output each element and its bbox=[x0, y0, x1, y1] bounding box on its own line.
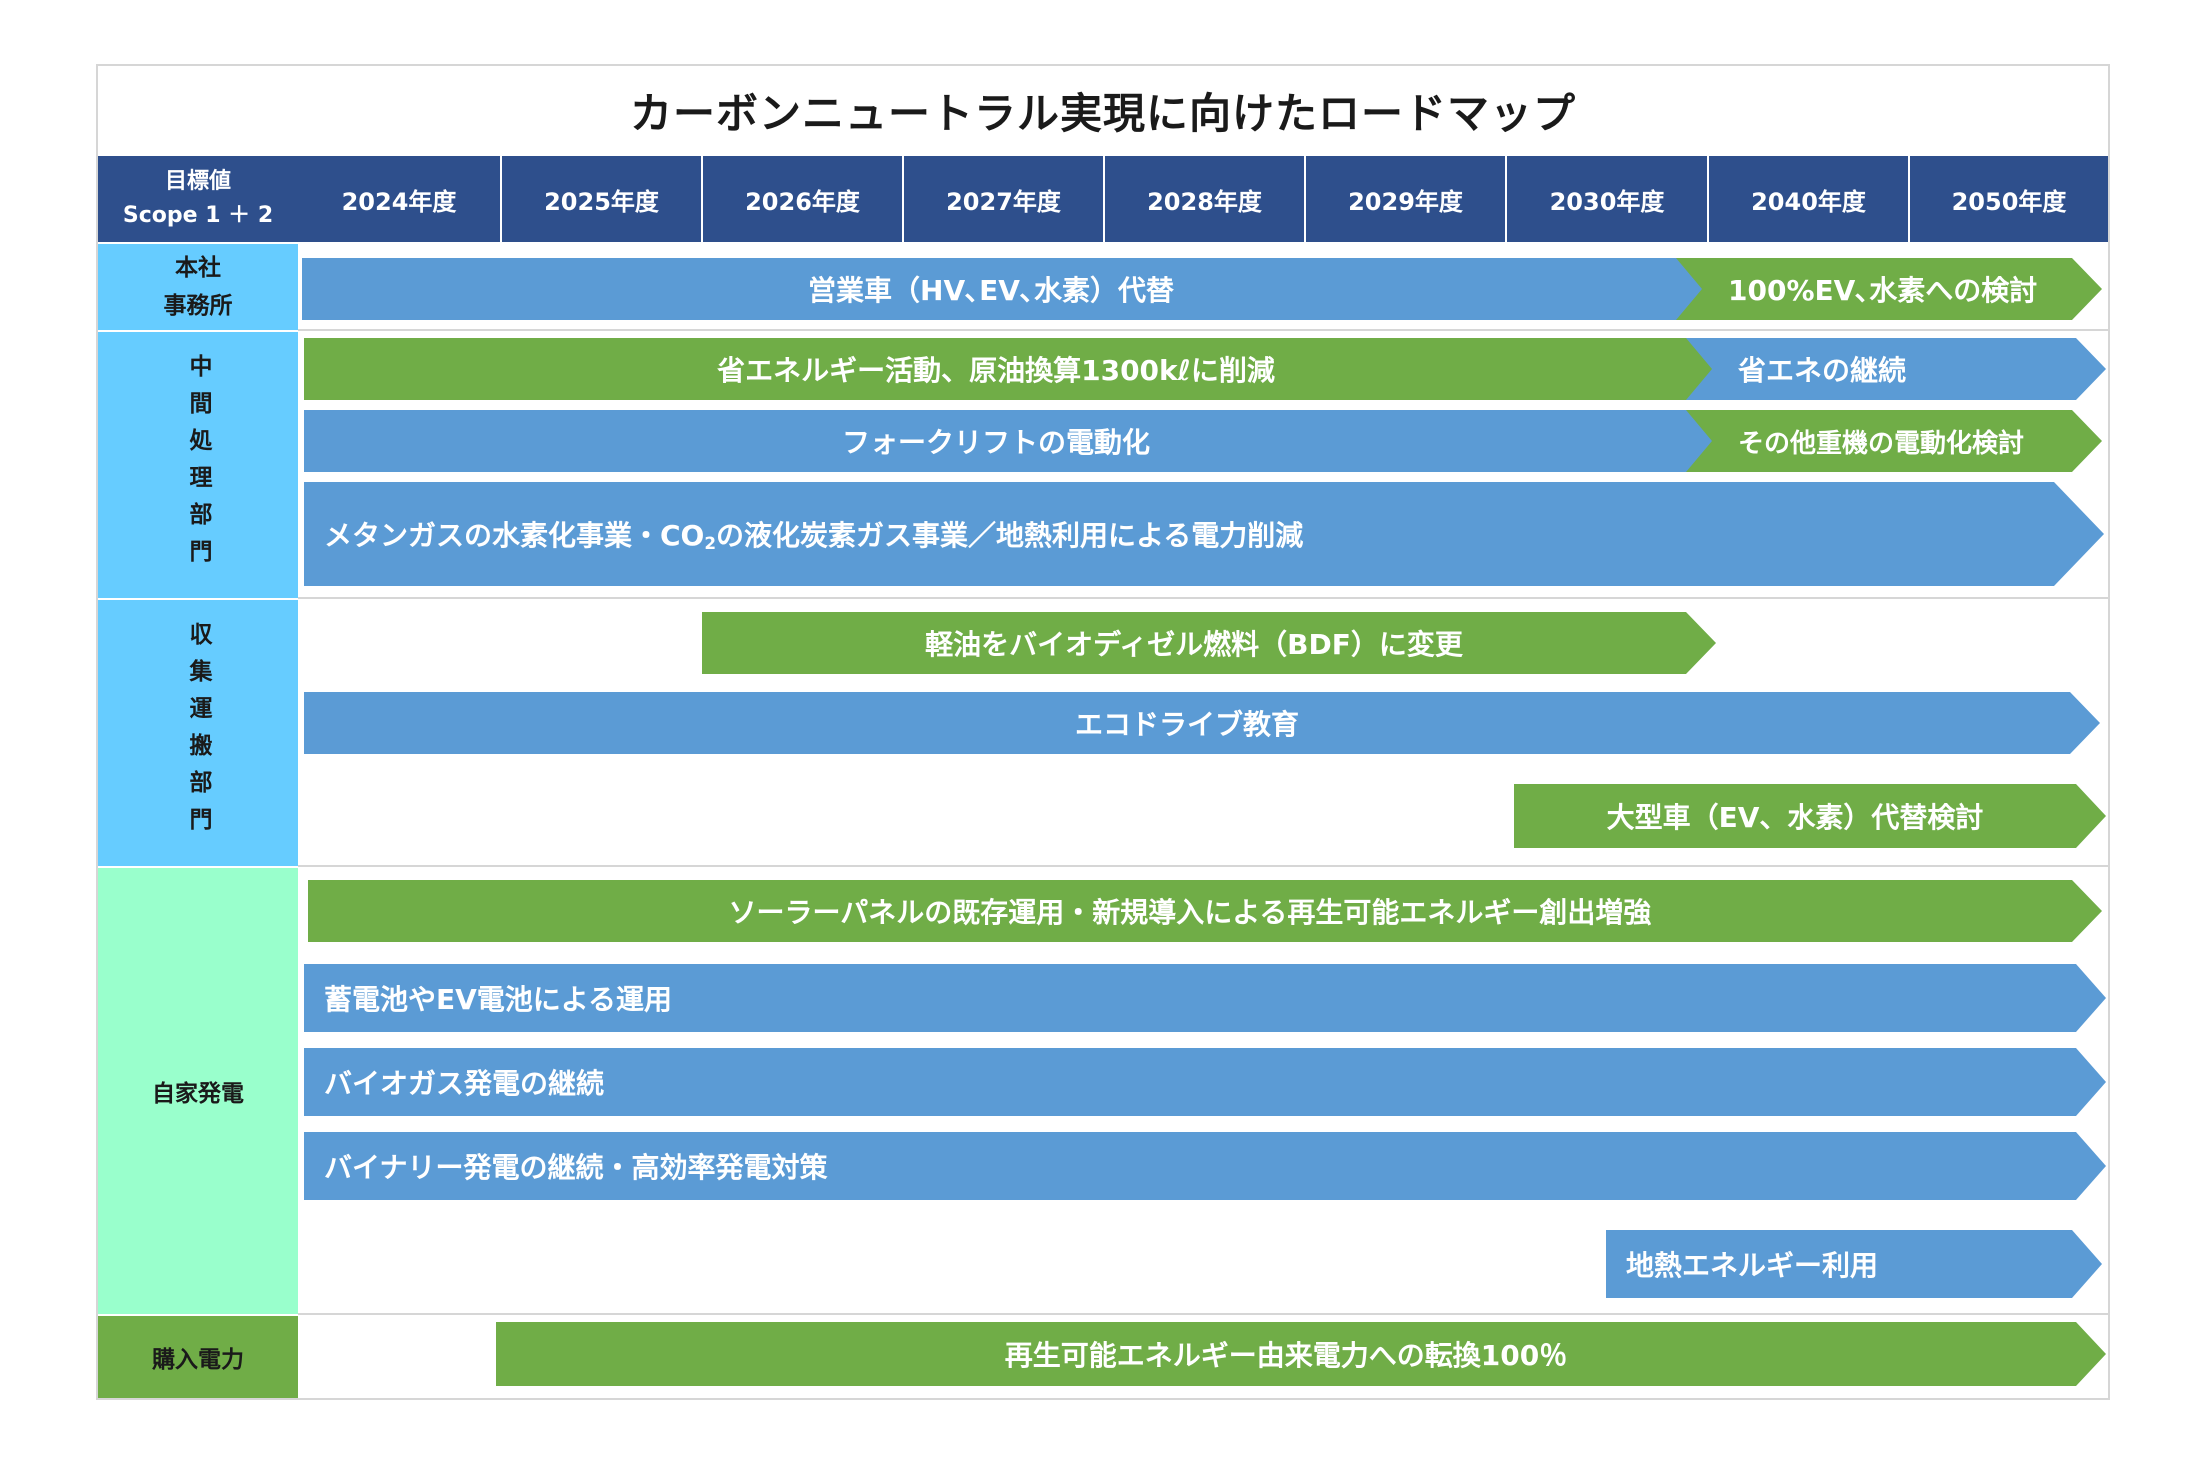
row-label-purchased-power: 購入電力 bbox=[98, 1314, 298, 1398]
bar-battery: 蓄電池やEV電池による運用 bbox=[304, 964, 2106, 1032]
bar-energy-saving-future-label: 省エネの継続 bbox=[1738, 354, 1907, 387]
bar-forklift-future: その他重機の電動化検討 bbox=[1686, 410, 2102, 472]
bar-energy-saving-future: 省エネの継続 bbox=[1686, 338, 2106, 400]
bar-battery-label: 蓄電池やEV電池による運用 bbox=[324, 983, 672, 1016]
page-title: カーボンニュートラル実現に向けたロードマップ bbox=[629, 88, 1576, 138]
bar-vehicle-future-label: 100%EV､水素への検討 bbox=[1728, 274, 2038, 307]
row-separator bbox=[298, 597, 2108, 599]
year-2050: 2050年度 bbox=[1908, 156, 2108, 242]
bar-forklift: フォークリフトの電動化 bbox=[304, 410, 1718, 472]
bar-methane-co2-label: メタンガスの水素化事業・CO2の液化炭素ガス事業／地熱利用による電力削減 bbox=[324, 514, 1303, 554]
bar-energy-saving-label: 省エネルギー活動、原油換算1300kℓに削減 bbox=[717, 354, 1275, 387]
bar-forklift-label: フォークリフトの電動化 bbox=[841, 426, 1150, 459]
row-label-head-office-line2: 事務所 bbox=[163, 293, 233, 319]
roadmap-frame: カーボンニュートラル実現に向けたロードマップ 目標値 Scope 1 ＋ 2 2… bbox=[96, 64, 2110, 1400]
row-separator bbox=[298, 329, 2108, 331]
bar-vehicle-replacement-label: 営業車（HV､EV､水素）代替 bbox=[808, 274, 1174, 307]
row-label-intermediate-text: 中間処理部門 bbox=[185, 354, 211, 576]
row-label-head-office-line1: 本社 bbox=[175, 255, 221, 281]
target-header-line2: Scope 1 ＋ 2 bbox=[122, 203, 274, 228]
roadmap-bars: 営業車（HV､EV､水素）代替 100%EV､水素への検討 省エネルギー活動、原… bbox=[98, 66, 2108, 1398]
row-label-purchased-power-text: 購入電力 bbox=[152, 1347, 244, 1373]
bar-binary-power: バイナリー発電の継続・高効率発電対策 bbox=[304, 1132, 2106, 1200]
target-header: 目標値 Scope 1 ＋ 2 bbox=[98, 156, 298, 242]
bar-large-vehicles: 大型車（EV、水素）代替検討 bbox=[1514, 784, 2106, 848]
bar-binary-power-label: バイナリー発電の継続・高効率発電対策 bbox=[324, 1151, 828, 1184]
bar-geothermal: 地熱エネルギー利用 bbox=[1606, 1230, 2102, 1298]
row-label-head-office: 本社 事務所 bbox=[98, 242, 298, 330]
bar-methane-co2-text-pre: メタンガスの水素化事業・CO bbox=[324, 519, 705, 552]
bar-biodiesel: 軽油をバイオディゼル燃料（BDF）に変更 bbox=[702, 612, 1716, 674]
row-separator bbox=[298, 1313, 2108, 1315]
bar-methane-co2-text-post: の液化炭素ガス事業／地熱利用による電力削減 bbox=[716, 519, 1304, 552]
year-2024: 2024年度 bbox=[341, 187, 457, 216]
bar-biogas: バイオガス発電の継続 bbox=[304, 1048, 2106, 1116]
bar-methane-co2: メタンガスの水素化事業・CO2の液化炭素ガス事業／地熱利用による電力削減 bbox=[304, 482, 2104, 586]
year-2040: 2040年度 bbox=[1707, 156, 1908, 242]
bar-methane-co2-subscript: 2 bbox=[704, 533, 717, 554]
year-2027: 2027年度 bbox=[902, 156, 1103, 242]
row-label-self-generation: 自家発電 bbox=[98, 866, 298, 1314]
bar-energy-saving: 省エネルギー活動、原油換算1300kℓに削減 bbox=[304, 338, 1718, 400]
bar-biodiesel-label: 軽油をバイオディゼル燃料（BDF）に変更 bbox=[925, 628, 1463, 661]
bar-forklift-future-label: その他重機の電動化検討 bbox=[1738, 428, 2025, 459]
year-2029: 2029年度 bbox=[1304, 156, 1505, 242]
year-2026: 2026年度 bbox=[701, 156, 902, 242]
row-label-collection-text: 収集運搬部門 bbox=[185, 622, 211, 844]
target-header-line1: 目標値 bbox=[164, 169, 231, 194]
bar-biogas-label: バイオガス発電の継続 bbox=[324, 1067, 605, 1100]
year-2025: 2025年度 bbox=[500, 156, 701, 242]
bar-solar-panels: ソーラーパネルの既存運用・新規導入による再生可能エネルギー創出増強 bbox=[308, 880, 2102, 942]
timeline-header: 目標値 Scope 1 ＋ 2 2024年度 2025年度 2026年度 202… bbox=[98, 156, 2108, 242]
row-label-collection: 収集運搬部門 bbox=[98, 598, 298, 866]
bar-solar-panels-label: ソーラーパネルの既存運用・新規導入による再生可能エネルギー創出増強 bbox=[728, 896, 1652, 929]
bar-eco-drive-label: エコドライブ教育 bbox=[1074, 708, 1299, 741]
bar-geothermal-label: 地熱エネルギー利用 bbox=[1626, 1249, 1879, 1282]
bar-large-vehicles-label: 大型車（EV、水素）代替検討 bbox=[1606, 801, 1984, 834]
bar-renewable-power-label: 再生可能エネルギー由来電力への転換100％ bbox=[1004, 1339, 1568, 1372]
bar-eco-drive: エコドライブ教育 bbox=[304, 692, 2100, 754]
bar-vehicle-replacement: 営業車（HV､EV､水素）代替 bbox=[302, 258, 1710, 320]
year-2028: 2028年度 bbox=[1103, 156, 1304, 242]
year-2030: 2030年度 bbox=[1505, 156, 1707, 242]
row-label-intermediate: 中間処理部門 bbox=[98, 330, 298, 598]
bar-vehicle-future: 100%EV､水素への検討 bbox=[1676, 258, 2102, 320]
bar-renewable-power: 再生可能エネルギー由来電力への転換100％ bbox=[496, 1322, 2106, 1386]
row-separator bbox=[298, 865, 2108, 867]
row-label-self-generation-text: 自家発電 bbox=[152, 1081, 244, 1107]
